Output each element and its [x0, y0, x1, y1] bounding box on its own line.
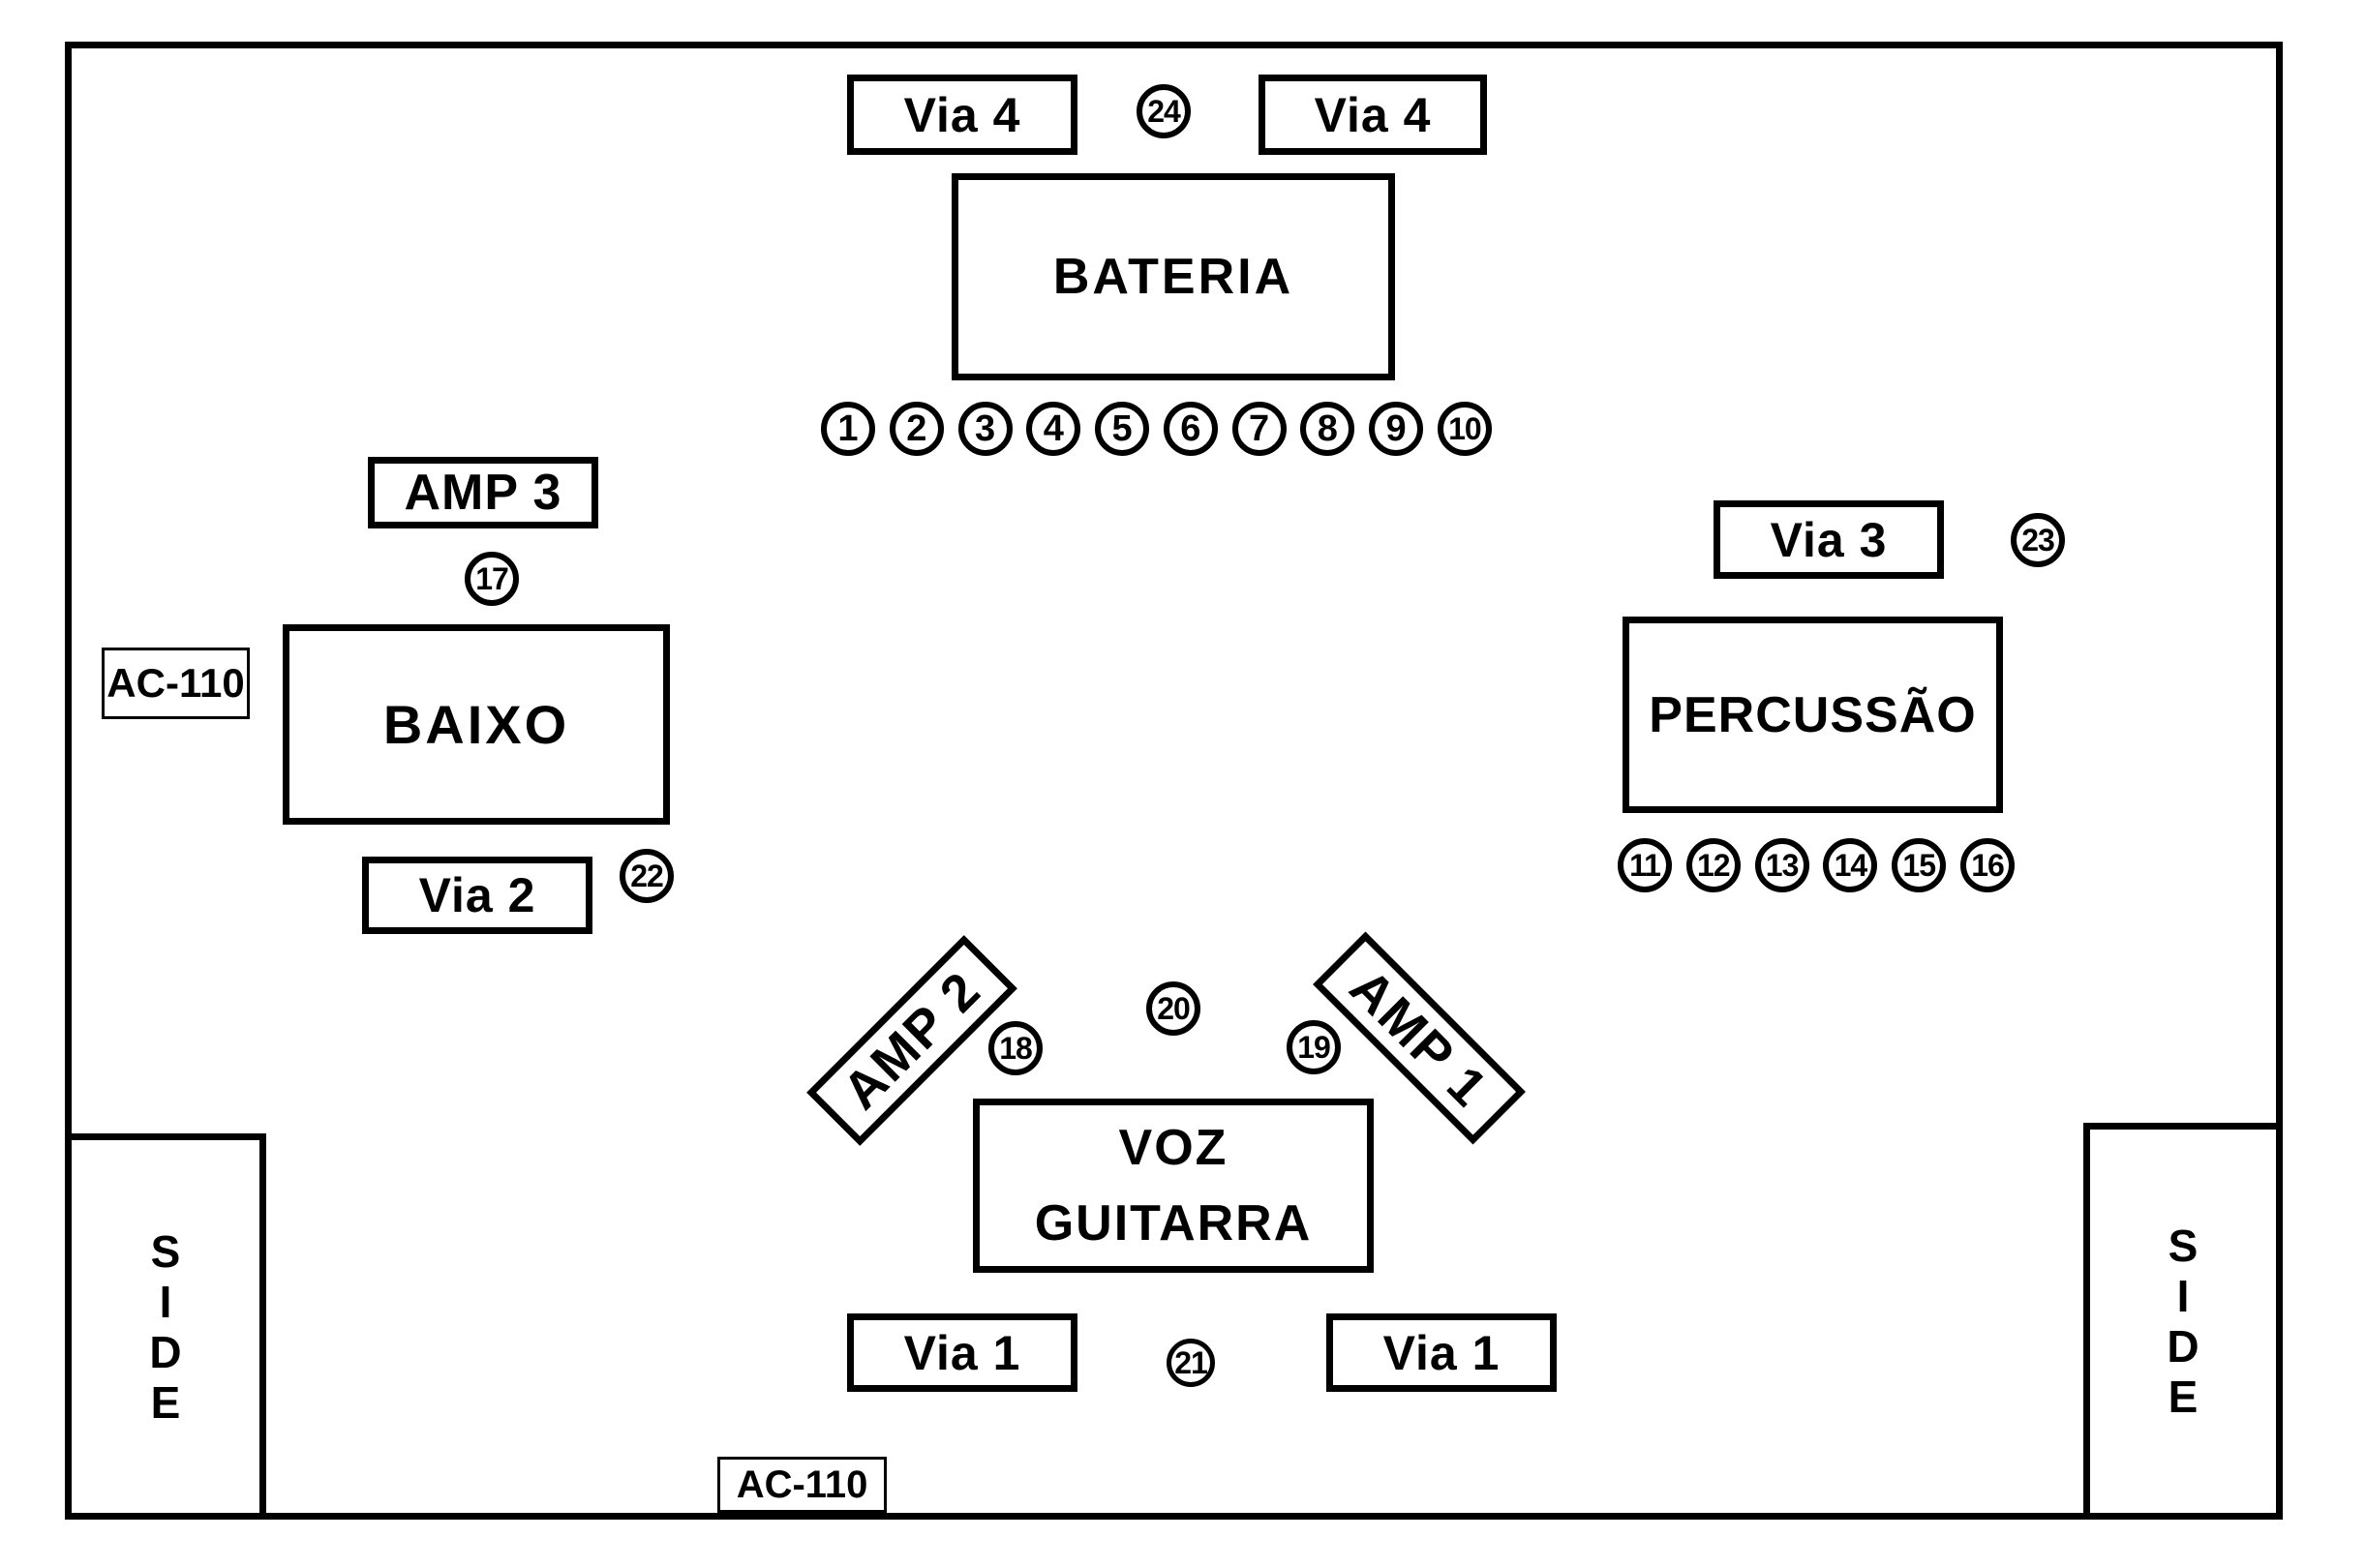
mic-13-circle: 13 [1754, 838, 1809, 892]
mic-8-circle: 8 [1300, 402, 1355, 456]
monitor-via2-label: Via 2 [418, 868, 536, 922]
baixo-label: BAIXO [382, 693, 570, 755]
baixo-box: BAIXO [283, 624, 670, 825]
mic-5-circle: 5 [1095, 402, 1150, 456]
amp3-box: AMP 3 [368, 457, 598, 528]
mic-4-circle: 4 [1026, 402, 1081, 456]
mic-16-circle: 16 [1959, 838, 2015, 892]
bateria-label: BATERIA [1052, 249, 1294, 305]
mic-21-circle: 21 [1167, 1339, 1215, 1387]
monitor-via2-box: Via 2 [362, 857, 592, 934]
side-fill-letter: S [2168, 1221, 2199, 1271]
monitor-via4-left-label: Via 4 [903, 87, 1021, 142]
monitor-via4-left-box: Via 4 [847, 75, 1077, 155]
ac110-left-label: AC-110 [106, 660, 245, 706]
amp3-label: AMP 3 [404, 465, 562, 521]
monitor-via1-left-label: Via 1 [903, 1325, 1021, 1380]
side-fill-letter: I [2176, 1271, 2190, 1321]
mic-17-circle: 17 [465, 552, 519, 606]
side-fill-letter: E [150, 1376, 181, 1428]
mic-22-circle: 22 [620, 849, 674, 903]
mic-12-circle: 12 [1685, 838, 1741, 892]
mic-6-circle: 6 [1163, 402, 1218, 456]
monitor-via4-right-box: Via 4 [1259, 75, 1487, 155]
mic-7-circle: 7 [1231, 402, 1287, 456]
mic-24-circle: 24 [1137, 84, 1191, 138]
guitarra-label: GUITARRA [1034, 1195, 1313, 1251]
ac110-bottom-label: AC-110 [736, 1463, 868, 1506]
side-fill-letter: D [2167, 1321, 2199, 1372]
mic-11-circle: 11 [1618, 838, 1672, 892]
monitor-via1-left-box: Via 1 [847, 1313, 1077, 1392]
side-fill-letter: E [2168, 1372, 2199, 1422]
ac110-left-box: AC-110 [102, 648, 250, 719]
mic-9-circle: 9 [1369, 402, 1424, 456]
monitor-via4-right-label: Via 4 [1314, 87, 1432, 142]
mic-19-circle: 19 [1287, 1020, 1341, 1074]
mic-23-circle: 23 [2011, 513, 2065, 567]
monitor-via1-right-box: Via 1 [1326, 1313, 1557, 1392]
side-fill-letter: I [159, 1276, 172, 1327]
percussao-box: PERCUSSÃO [1623, 617, 2003, 813]
mic-14-circle: 14 [1823, 838, 1878, 892]
mic-2-circle: 2 [889, 402, 944, 456]
monitor-via1-right-label: Via 1 [1382, 1325, 1501, 1380]
mic-3-circle: 3 [957, 402, 1013, 456]
mic-20-circle: 20 [1146, 981, 1200, 1036]
voz-label: VOZ [1118, 1120, 1228, 1176]
side-fill-letter: S [150, 1225, 181, 1277]
mic-1-circle: 1 [821, 402, 875, 456]
mic-15-circle: 15 [1892, 838, 1947, 892]
mic-10-circle: 10 [1437, 402, 1492, 456]
monitor-via3-box: Via 3 [1714, 500, 1944, 579]
ac110-bottom-box: AC-110 [717, 1457, 887, 1513]
voz-guitarra-box: VOZ GUITARRA [973, 1099, 1374, 1273]
mic-18-circle: 18 [988, 1021, 1043, 1075]
percussao-label: PERCUSSÃO [1649, 686, 1977, 743]
bateria-box: BATERIA [952, 173, 1395, 380]
monitor-via3-label: Via 3 [1770, 512, 1888, 567]
side-fill-letter: D [149, 1326, 182, 1377]
